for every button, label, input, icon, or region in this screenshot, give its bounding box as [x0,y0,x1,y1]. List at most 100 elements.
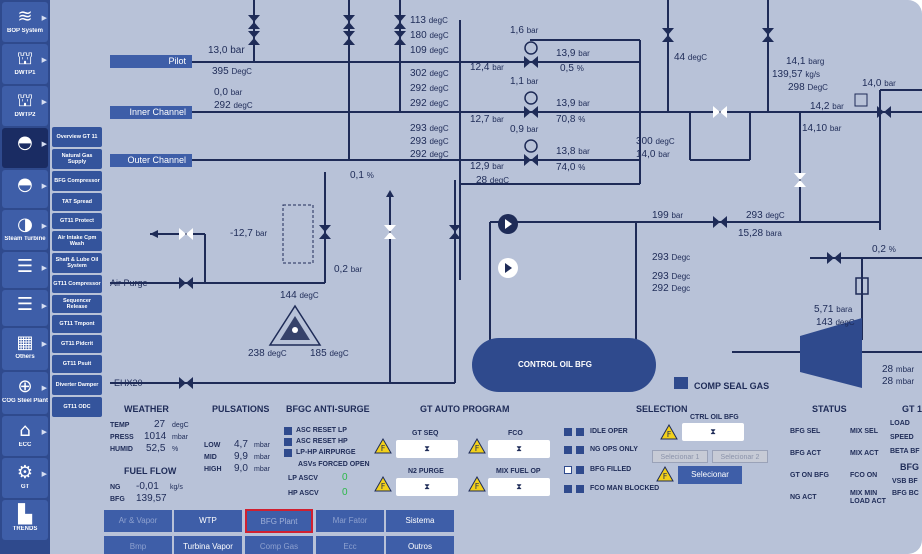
list-icon: ☰ [16,294,34,315]
submenu-item[interactable]: GT11 ODC [52,397,102,417]
bfg-value: 139,57 [136,493,167,504]
burner-temp-144: 144 degC [280,290,319,301]
status-mix-min-load: MIX MIN LOAD ACT [850,490,886,505]
submenu-item[interactable]: Overview GT 11 [52,127,102,147]
chevron-right-icon: ▶ [41,57,47,64]
nav-ar-vapor[interactable]: Ar & Vapor [104,510,172,532]
chevron-right-icon: ▶ [41,429,47,436]
ng-value: -0,01 [136,481,159,492]
submenu-item[interactable]: GT11 Tmpont [52,315,102,333]
sidebar-item-others[interactable]: ▦ Others ▶ [2,328,48,370]
ctrl-oil-bfg-label: CTRL OIL BFG [690,414,739,421]
submenu-item[interactable]: GT11 Pidcrit [52,335,102,353]
hourglass-icon: ⧗ [424,482,430,491]
sidebar-item-gt12[interactable]: ◓ ▶ [2,170,48,208]
nav-sistema[interactable]: Sistema [386,510,454,532]
ng-unit: kg/s [170,484,183,491]
temp-unit: degC [172,422,189,429]
submenu-item[interactable]: Sequencer Release [52,295,102,313]
temp-143: 143 degC [816,317,855,328]
nav-comp-gas[interactable]: Comp Gas [245,536,313,554]
lphp-airpurge-indicator [284,449,292,457]
svg-text:F: F [381,444,386,453]
submenu-item[interactable]: GT11 Protect [52,213,102,229]
sidebar-item-ecc[interactable]: ⌂ ECC ▶ [2,416,48,456]
sidebar-item-trends[interactable]: ▙ TRENDS [2,500,48,540]
chevron-right-icon: ▶ [41,141,47,148]
n2-purge-button[interactable]: ⧗ [396,478,458,496]
submenu-item[interactable]: GT11 Compressor [52,275,102,293]
selecionar-1-button[interactable]: Selecionar 1 [652,450,708,463]
nav-wtp[interactable]: WTP [174,510,242,532]
fco-man-blocked-label: FCO MAN BLOCKED [590,485,660,492]
ctrl-oil-bfg-button[interactable]: ⧗ [682,423,744,441]
temp-292c: 292 degC [410,149,449,160]
pilot-temp: 395 DegC [212,66,252,77]
submenu-item[interactable]: Shaft & Lube Oil System [52,253,102,273]
selecionar-2-button[interactable]: Selecionar 2 [712,450,768,463]
asv-forced-open-label: ASVs FORCED OPEN [298,461,370,468]
status-bfg-sel: BFG SEL [790,428,821,435]
pressure-0-9: 0,9 bar [510,124,539,135]
nav-bmp[interactable]: Bmp [104,536,172,554]
status-fco-on: FCO ON [850,472,878,479]
sidebar-item-gt11[interactable]: ◓ ▶ [2,128,48,168]
sidebar-item-gt[interactable]: ⚙ GT ▶ [2,458,48,498]
chevron-right-icon: ▶ [41,15,47,22]
sidebar-item-bop-system[interactable]: ≋ BOP System ▶ [2,2,48,42]
press-label: PRESS [110,434,134,441]
fuel-flow-title: FUEL FLOW [124,466,177,476]
warning-icon: F [660,424,678,440]
chevron-right-icon: ▶ [41,471,47,478]
high-value: 9,0 [234,463,248,474]
gt-vsb-label: VSB BF [892,478,918,485]
chart-icon: ▙ [18,504,32,525]
pressure-14-0b: 14,0 bar [636,149,670,160]
temp-180: 180 degC [410,30,449,41]
temp-292b: 292 degC [410,98,449,109]
selecionar-button[interactable]: Selecionar [678,466,742,484]
selection-title: SELECTION [636,404,688,414]
lp-ascv-value: 0 [342,472,348,483]
nav-turbina-vapor[interactable]: Turbina Vapor [174,536,242,554]
gt-submenu: Overview GT 11 Natural Gas Supply BFG Co… [52,127,102,430]
mix-fuel-op-button[interactable]: ⧗ [488,478,550,496]
sidebar-item-list-b[interactable]: ☰ ▶ [2,290,48,326]
sidebar-item-steam-turbine[interactable]: ◑ Steam Turbine ▶ [2,210,48,250]
sidebar-item-dwtp1[interactable]: ⛫ DWTP1 ▶ [2,44,48,84]
pressure-0-2a: 0,2 % [872,244,896,255]
submenu-item[interactable]: BFG Compressor [52,171,102,191]
svg-text:F: F [381,482,386,491]
sidebar-item-dwtp2[interactable]: ⛫ DWTP2 ▶ [2,86,48,126]
nav-bfg-plant[interactable]: BFG Plant [245,509,313,533]
submenu-item[interactable]: Air Intake Cpm Wash [52,231,102,251]
submenu-item[interactable]: GT11 Psuit [52,355,102,373]
temp-302: 302 degC [410,68,449,79]
submenu-item[interactable]: Diverter Damper [52,375,102,395]
list-icon: ☰ [16,256,34,277]
temp-293d: 293 Degc [652,252,691,263]
nav-mar-fator[interactable]: Mar Fator [316,510,384,532]
submenu-item[interactable]: Natural Gas Supply [52,149,102,169]
pressure-minus-12-7: -12,7 bar [230,228,268,239]
submenu-item[interactable]: TAT Spread [52,193,102,211]
sidebar-item-cog-steel[interactable]: ⊕ COG Steel Plant Misc ▶ [2,372,48,414]
hourglass-icon: ⧗ [424,444,430,453]
bfg-filled-indicator-a [564,466,572,474]
nav-ecc[interactable]: Ecc [316,536,384,554]
gt-seq-button[interactable]: ⧗ [396,440,458,458]
bfg-filled-indicator-b [576,466,584,474]
fco-button[interactable]: ⧗ [488,440,550,458]
sidebar-item-list-a[interactable]: ☰ ▶ [2,252,48,288]
nav-outros[interactable]: Outros [386,536,454,554]
ng-ops-indicator-a [564,446,572,454]
gt-beta-label: BETA BF [890,448,920,455]
n2-purge-label: N2 PURGE [408,468,444,475]
status-mix-sel: MIX SEL [850,428,879,435]
comp-seal-gas-label[interactable]: COMP SEAL GAS [694,381,770,391]
temp-293b: 293 degC [410,136,449,147]
temp-300: 300 degC [636,136,675,147]
humid-label: HUMID [110,446,133,453]
